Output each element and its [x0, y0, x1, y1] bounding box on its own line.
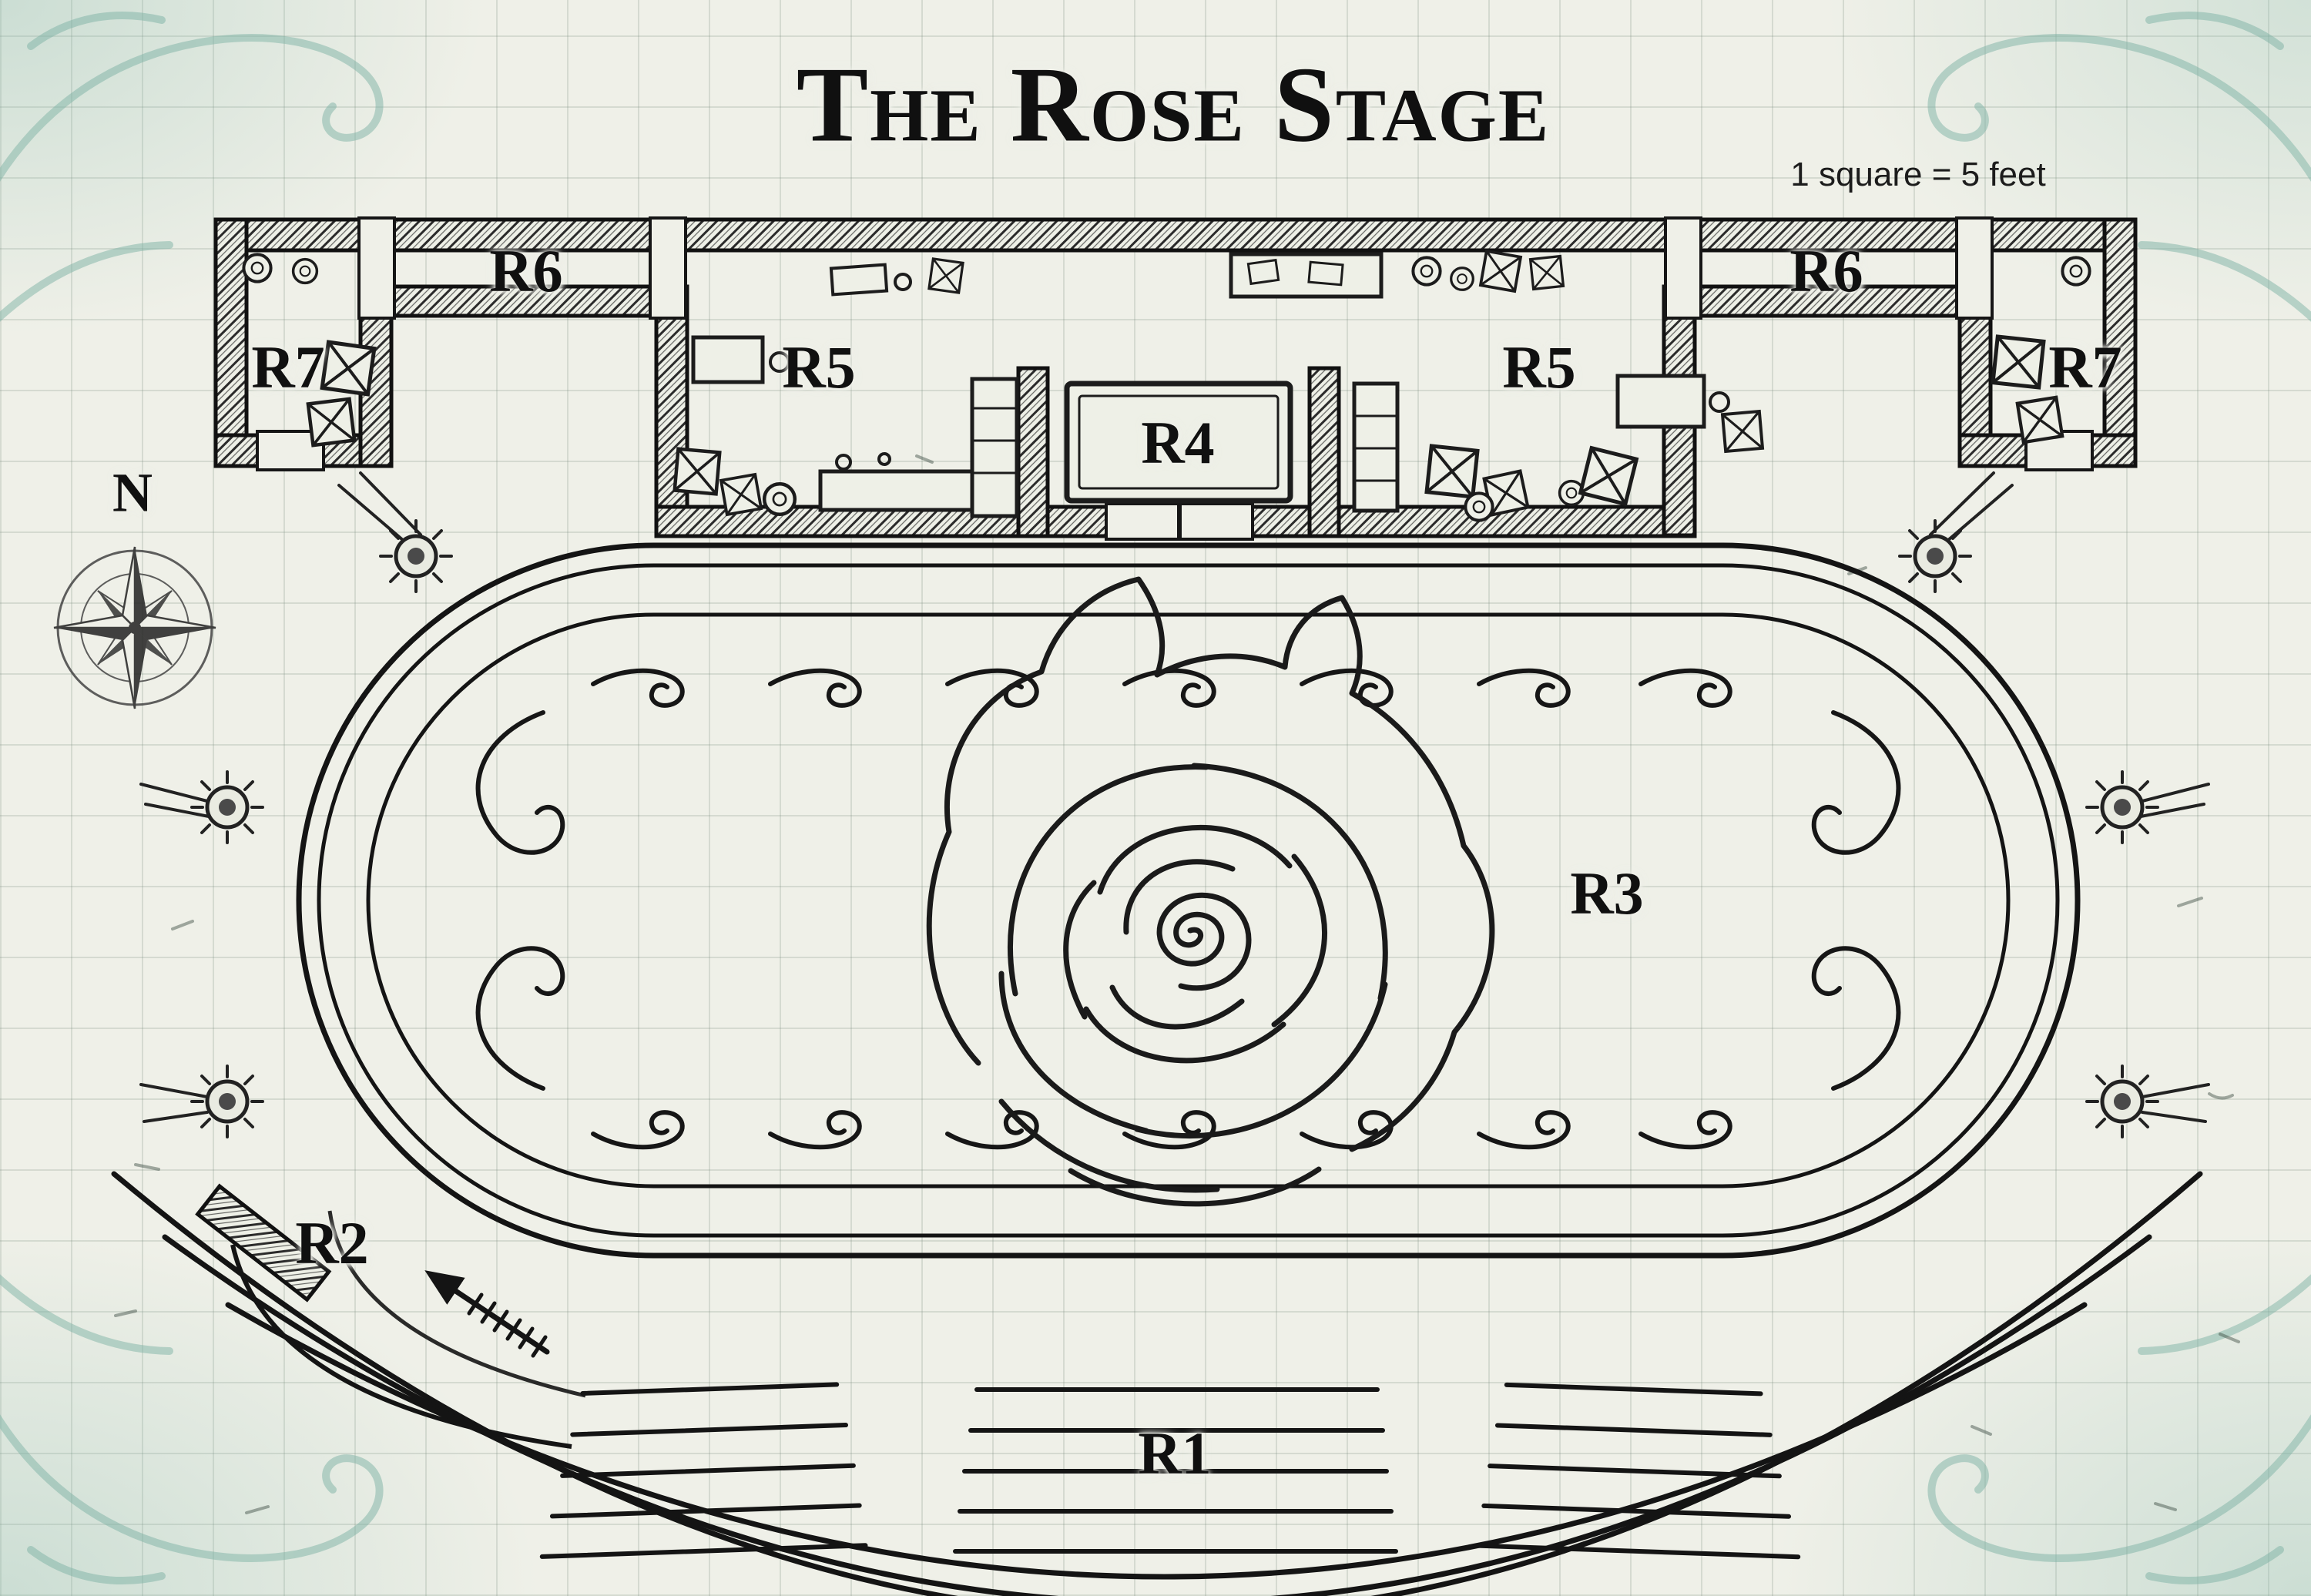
room-label-r5-left: R5	[782, 334, 856, 401]
room-label-r5-right: R5	[1502, 334, 1576, 401]
compass-rose-icon	[53, 546, 216, 709]
torch-icon	[381, 521, 451, 592]
doors	[256, 216, 2094, 541]
torch-icon	[192, 772, 263, 843]
torch-icon	[2087, 1066, 2158, 1137]
stairs-arrow-icon	[424, 1270, 550, 1358]
torch-icon	[192, 1066, 263, 1137]
torch-icon	[2087, 772, 2158, 843]
compass-north-label: N	[112, 461, 153, 524]
torch-icon	[1900, 521, 1971, 592]
map-title: The Rose Stage	[796, 45, 1551, 165]
stage-ramp	[195, 1183, 586, 1449]
door-icon	[649, 216, 687, 320]
rose-illustration	[926, 576, 1495, 1207]
room-label-r6-right: R6	[1789, 237, 1863, 304]
wave-ornaments	[475, 671, 1901, 1147]
door-icon	[1664, 216, 1702, 320]
door-icon	[1105, 502, 1180, 541]
room-label-r7-right: R7	[2048, 334, 2122, 401]
door-icon	[1179, 502, 1254, 541]
door-icon	[1955, 216, 1994, 320]
backstage-props	[243, 250, 2089, 521]
scale-note: 1 square = 5 feet	[1790, 156, 2046, 193]
room-label-r4: R4	[1141, 409, 1215, 476]
room-label-r6-left: R6	[489, 237, 563, 304]
room-label-r3: R3	[1570, 860, 1644, 927]
stage-oval	[296, 542, 2081, 1259]
door-icon	[357, 216, 396, 320]
torches	[139, 471, 2210, 1137]
room-label-r1: R1	[1138, 1420, 1212, 1487]
seating-rows	[539, 1382, 1801, 1560]
room-label-r2: R2	[295, 1209, 369, 1276]
room-label-r7-left: R7	[251, 334, 325, 401]
